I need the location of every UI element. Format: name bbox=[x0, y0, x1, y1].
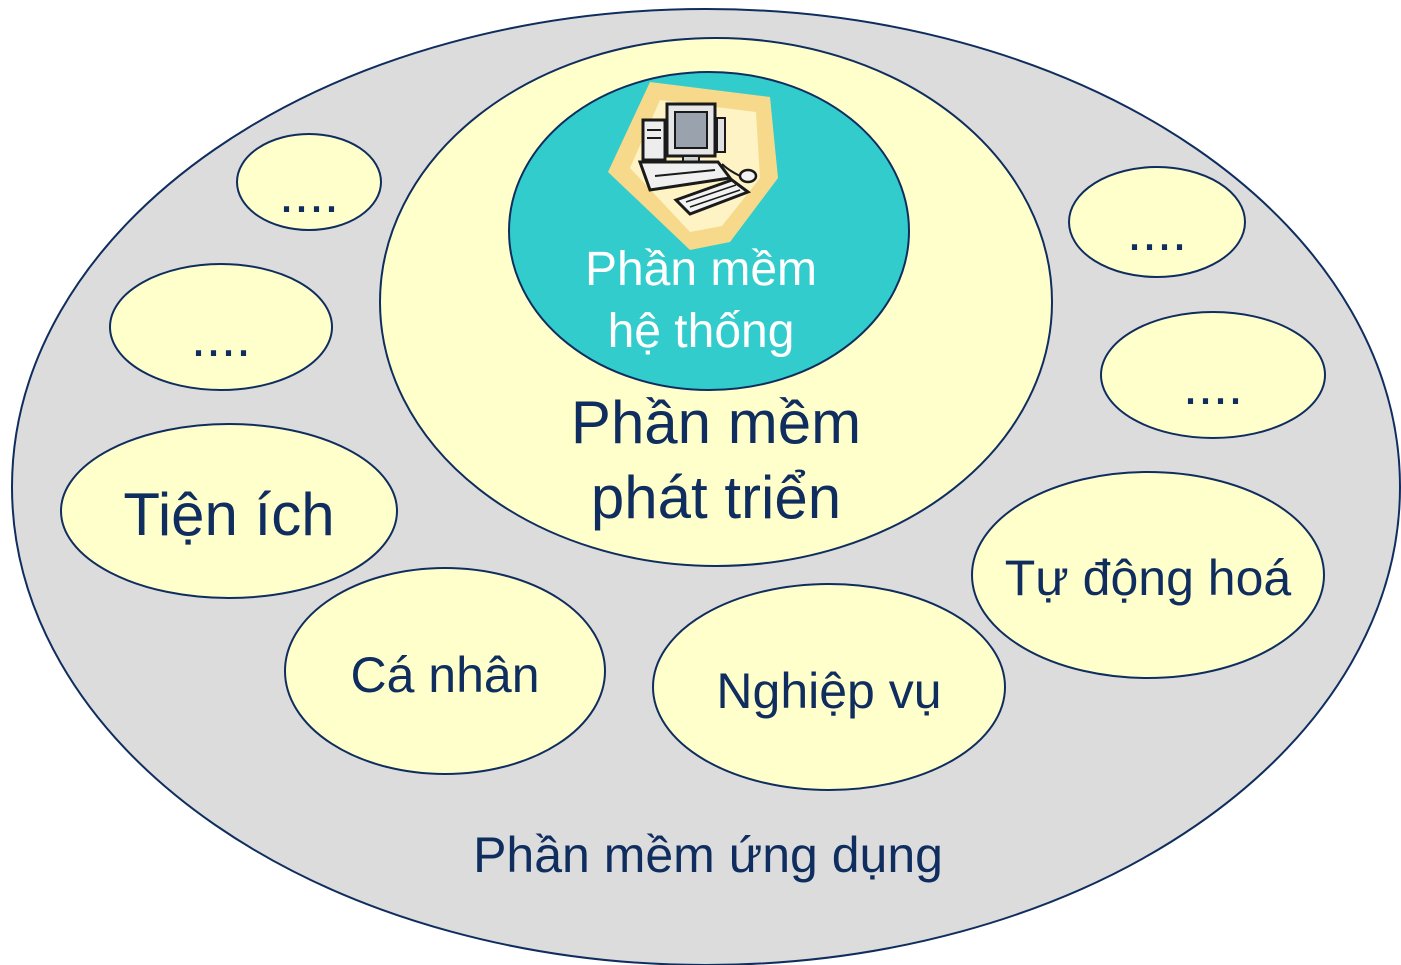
development-software-label-line2: phát triển bbox=[591, 464, 841, 531]
category-automation-ellipse bbox=[971, 471, 1325, 679]
category-more-top-left-ellipse bbox=[236, 133, 382, 231]
category-more-mid-right-label: .... bbox=[1183, 356, 1243, 416]
system-software-region: Phần mềm hệ thống bbox=[508, 71, 910, 391]
category-personal: Cá nhân bbox=[284, 567, 606, 775]
category-personal-label: Cá nhân bbox=[350, 647, 539, 703]
category-utility-ellipse bbox=[60, 423, 398, 599]
category-more-mid-left: .... bbox=[109, 263, 333, 391]
category-personal-ellipse bbox=[284, 567, 606, 775]
development-software-label-line1: Phần mềm bbox=[571, 389, 861, 456]
category-business-ellipse bbox=[652, 583, 1006, 791]
application-software-label: Phần mềm ứng dụng bbox=[473, 827, 943, 883]
category-automation: Tự động hoá bbox=[971, 471, 1325, 679]
category-more-top-right: .... bbox=[1068, 166, 1246, 278]
system-software-label-line1: Phần mềm bbox=[585, 243, 817, 296]
category-automation-label: Tự động hoá bbox=[1005, 550, 1292, 606]
category-more-mid-left-ellipse bbox=[109, 263, 333, 391]
category-more-mid-right-ellipse bbox=[1100, 311, 1326, 439]
computer-icon bbox=[608, 82, 778, 250]
category-business: Nghiệp vụ bbox=[652, 583, 1006, 791]
category-utility-label: Tiện ích bbox=[123, 481, 334, 548]
category-more-top-left: .... bbox=[236, 133, 382, 231]
category-more-top-right-ellipse bbox=[1068, 166, 1246, 278]
category-more-top-left-label: .... bbox=[279, 164, 339, 224]
category-utility: Tiện ích bbox=[60, 423, 398, 599]
category-more-top-right-label: .... bbox=[1127, 202, 1187, 262]
category-more-mid-left-label: .... bbox=[191, 308, 251, 368]
category-business-label: Nghiệp vụ bbox=[716, 663, 941, 719]
system-software-label-line2: hệ thống bbox=[608, 305, 795, 358]
category-more-mid-right: .... bbox=[1100, 311, 1326, 439]
